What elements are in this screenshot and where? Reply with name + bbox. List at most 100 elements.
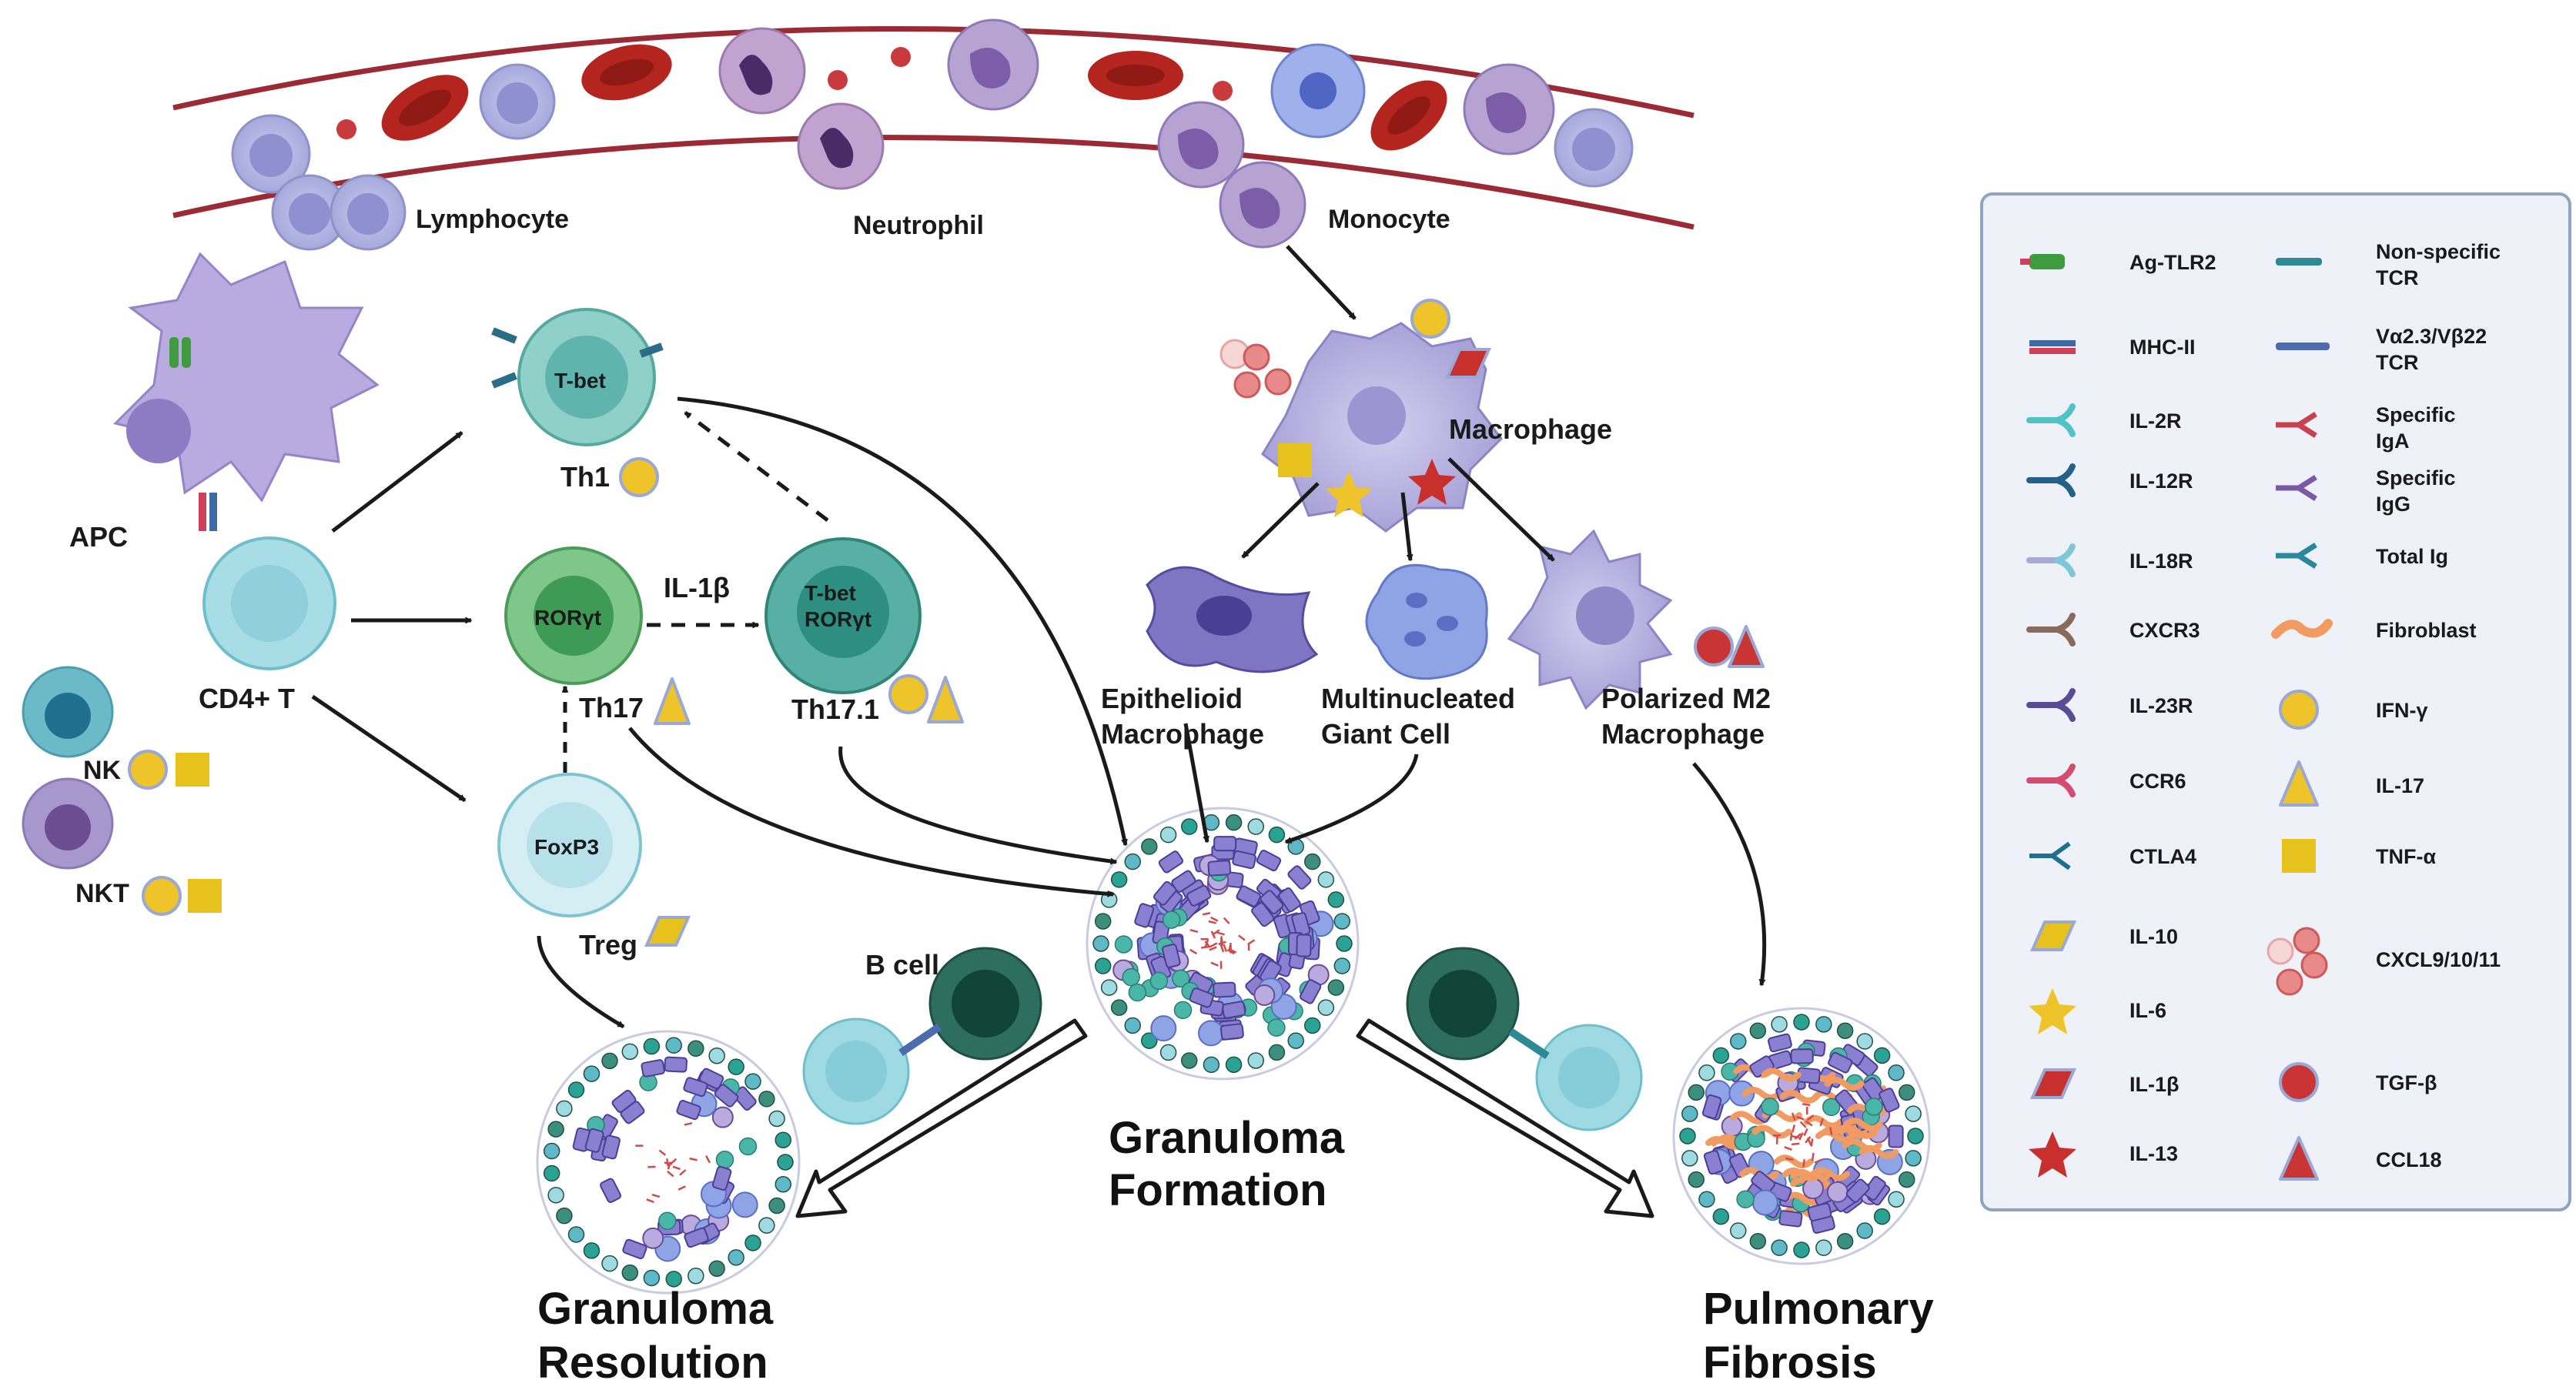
- th17-1-cell: [764, 537, 922, 694]
- il-17-icon: [927, 676, 964, 723]
- th1-label: Th1: [560, 461, 610, 493]
- epithelioid-cell: [1219, 1023, 1244, 1041]
- epithelioid-cell: [684, 1227, 709, 1248]
- fibroblast-icon: [1842, 1138, 1882, 1153]
- ag-tlr2-icon: [2020, 254, 2065, 269]
- epithelioid-cell: [1778, 1210, 1803, 1228]
- lymphocyte-icon: [665, 1271, 682, 1288]
- formation-label-2: Formation: [1109, 1165, 1327, 1215]
- formation-label-1: Granuloma: [1109, 1113, 1345, 1163]
- legend-label: MHC-II: [2129, 336, 2195, 359]
- fibrosis-label-2: Fibrosis: [1703, 1338, 1877, 1388]
- non-specific-tcr-icon: [1508, 1027, 1550, 1060]
- fibroblast-icon: [1815, 1128, 1856, 1143]
- lymphocyte-icon: [601, 1052, 618, 1070]
- fibroblast-icon: [1773, 1154, 1814, 1169]
- nkt-label: NKT: [75, 879, 129, 908]
- ctla4-icon: [2029, 841, 2071, 870]
- epithelioid-cell: [676, 1099, 701, 1121]
- lymphocyte-icon: [1815, 1016, 1832, 1033]
- il-2r-icon: [2026, 403, 2076, 437]
- lymphocyte-icon: [1181, 1052, 1198, 1069]
- lymphocyte-icon: [1268, 1044, 1286, 1061]
- granuloma-formation: [1086, 807, 1360, 1081]
- epithelioid-cell: [1863, 1175, 1886, 1201]
- il-17-icon: [2279, 760, 2319, 807]
- fibroblast-icon: [1761, 1068, 1802, 1082]
- epithelioid-cell: [1878, 1088, 1900, 1113]
- lymphocyte-label: Lymphocyte: [416, 205, 569, 234]
- epithelioid-cell: [1790, 1048, 1814, 1064]
- legend-label: IL-12R: [2129, 469, 2193, 493]
- cd4-t-cell: [202, 536, 336, 670]
- th17-rorgt: RORγt: [534, 606, 601, 630]
- lymphocyte-icon: [1793, 1241, 1810, 1258]
- lymphocyte-icon: [1114, 935, 1133, 954]
- legend-label: IL-6: [2129, 999, 2166, 1022]
- m2-label-2: Macrophage: [1601, 718, 1765, 750]
- lymphocyte-icon: [1749, 1232, 1767, 1250]
- epithelioid-cell: [664, 1056, 687, 1073]
- lymphocyte-icon: [1836, 1232, 1854, 1250]
- lymphocyte-icon: [658, 1211, 677, 1231]
- lymphocyte-icon: [768, 1110, 785, 1128]
- lymphocyte-icon: [1287, 1032, 1304, 1049]
- b-cell-right: [1406, 947, 1520, 1061]
- fibroblast-icon: [1809, 1167, 1850, 1181]
- lymphocyte-icon: [768, 1197, 785, 1215]
- ccr6-icon: [2026, 763, 2076, 797]
- non-specific-tcr-icon: [2276, 258, 2322, 266]
- lymphocyte-icon: [1888, 1191, 1905, 1208]
- epithelioid-cell: [601, 1134, 621, 1160]
- legend-label: CXCL9/10/11: [2376, 948, 2501, 971]
- legend-label: Non-specific: [2376, 240, 2501, 263]
- m2-macrophage: [1507, 529, 1673, 710]
- lymphocyte-icon: [1554, 108, 1634, 188]
- fibroblast-icon: [1842, 1118, 1883, 1132]
- lymphocyte-icon: [1225, 814, 1243, 831]
- epithelioid-cell: [1278, 887, 1301, 913]
- legend-label: IL-17: [2376, 774, 2424, 797]
- il-17-icon: [654, 677, 691, 725]
- lymphocyte-icon: [231, 114, 311, 194]
- lymphocyte-icon: [715, 1151, 734, 1169]
- il-1b-label: IL-1β: [664, 572, 730, 603]
- lymphocyte-icon: [1736, 1190, 1755, 1209]
- legend-label: IL-2R: [2129, 409, 2182, 433]
- epithelioid-cell: [584, 1128, 604, 1153]
- neutrophil-icon: [797, 102, 885, 190]
- b-cell-left: [928, 947, 1042, 1061]
- fibroblast-icon: [1751, 1124, 1792, 1139]
- epithelioid-cell: [1213, 981, 1236, 998]
- giant-cell: [731, 1191, 758, 1218]
- lymphocyte-icon: [479, 63, 556, 140]
- epithelioid-cell: [1299, 979, 1322, 1004]
- neutrophil-icon: [718, 27, 806, 115]
- m2-label-1: Polarized M2: [1601, 683, 1771, 714]
- th17-label: Th17: [579, 692, 644, 723]
- lymphocyte-icon: [567, 1226, 585, 1243]
- lymphocyte-icon: [1247, 1052, 1264, 1069]
- lymphocyte-icon: [1712, 1208, 1730, 1225]
- epithelioid-cell: [641, 1059, 665, 1078]
- giant-cell: [1751, 1189, 1778, 1216]
- epithelioid-cell: [1768, 1033, 1792, 1053]
- tgf-beta-icon: [1694, 627, 1734, 667]
- epithelioid-cell: [712, 1165, 732, 1191]
- lymphocyte-icon: [1092, 935, 1109, 952]
- macrophage-icon: [711, 1106, 734, 1128]
- apc-cell: [113, 252, 380, 531]
- epithelioid-cell: [1807, 1202, 1832, 1222]
- macrophage-icon: [1826, 1181, 1848, 1203]
- lymphocyte-icon: [1822, 1098, 1841, 1117]
- legend-label: IL-1β: [2129, 1073, 2179, 1096]
- lymphocyte-icon: [1873, 1047, 1891, 1064]
- lymphocyte-icon: [1159, 1044, 1177, 1061]
- bcell-label: B cell: [865, 949, 939, 981]
- legend-label: Vα2.3/Vβ22: [2376, 325, 2487, 348]
- macrophage-icon: [1253, 984, 1276, 1006]
- fibroblast-icon: [1779, 1089, 1820, 1104]
- total-ig-icon: [2276, 543, 2317, 569]
- apc-label: APC: [69, 521, 128, 553]
- lymphocyte-icon: [774, 1176, 792, 1193]
